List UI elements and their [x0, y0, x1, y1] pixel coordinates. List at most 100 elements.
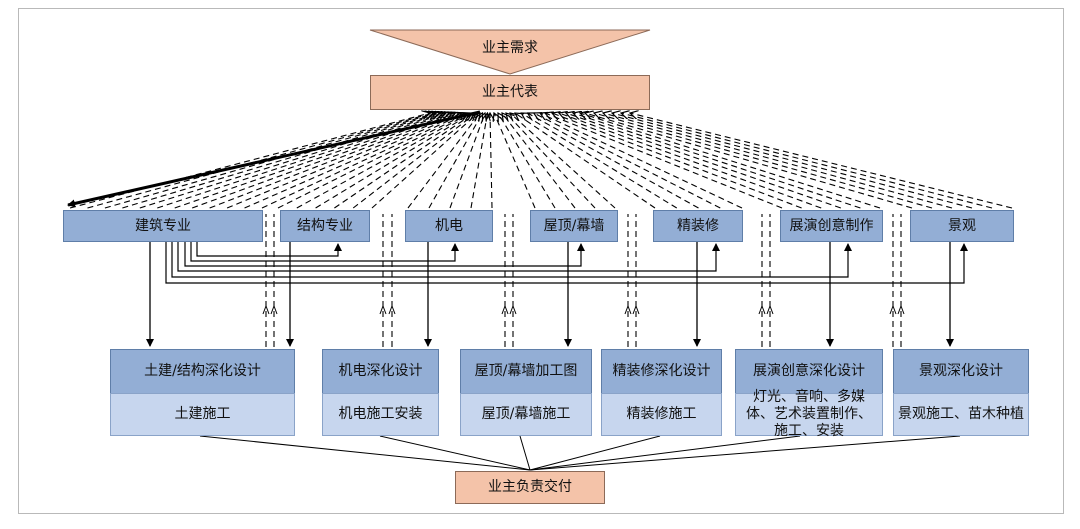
specialty-label: 展演创意制作: [789, 217, 874, 234]
build-box-civil: 土建施工: [110, 393, 295, 436]
build-label: 灯光、音响、多媒体、艺术装置制作、施工、安装: [746, 389, 872, 439]
specialty-label: 景观: [948, 217, 976, 234]
dashed-feedback-line: [510, 113, 616, 209]
dashed-feedback-line: [209, 113, 456, 209]
design-label: 精装修深化设计: [612, 363, 711, 379]
dashed-vertical-lines: [262, 214, 905, 347]
design-label: 屋顶/幕墙加工图: [474, 363, 578, 379]
dashed-feedback-line: [315, 113, 472, 209]
specialty-box-landscape: 景观: [910, 210, 1014, 242]
dashed-feedback-line: [174, 113, 449, 209]
specialty-box-roof: 屋顶/幕墙: [530, 210, 618, 242]
build-box-fitout: 精装修施工: [601, 393, 722, 436]
delivery-lines: [199, 435, 961, 471]
dashed-vertical-arrowhead: [509, 304, 517, 315]
dashed-vertical-arrowhead: [379, 304, 387, 315]
design-box-exhibit: 展演创意深化设计: [735, 349, 883, 393]
dashed-feedback-line: [502, 113, 576, 209]
dashed-vertical-arrowhead: [262, 304, 270, 315]
dashed-feedback-line: [494, 113, 536, 209]
dashed-feedback-line: [139, 113, 443, 209]
owner-representative-box: 业主代表: [370, 75, 650, 110]
specialty-label: 机电: [435, 217, 463, 234]
dashed-feedback-line: [104, 113, 436, 209]
dashed-feedback-line: [573, 113, 861, 209]
dashed-vertical-arrowhead: [624, 304, 632, 315]
dashed-feedback-line: [580, 113, 881, 209]
design-box-landscape: 景观深化设计: [893, 349, 1029, 393]
dashed-feedback-line: [157, 113, 446, 209]
dashed-feedback-line: [521, 113, 678, 209]
specialty-box-exhibit: 展演创意制作: [780, 210, 883, 242]
dashed-feedback-line: [470, 113, 488, 209]
specialty-box-mep: 机电: [405, 210, 493, 242]
build-label: 精装修施工: [626, 406, 697, 422]
build-label: 土建施工: [174, 406, 231, 422]
dashed-feedback-line: [630, 113, 1013, 209]
specialty-box-fitout: 精装修: [653, 210, 743, 242]
dashed-vertical-arrowhead: [501, 304, 509, 315]
dashed-feedback-line: [428, 113, 483, 209]
specialty-label: 精装修: [677, 217, 719, 234]
design-box-roof: 屋顶/幕墙加工图: [460, 349, 592, 393]
dashed-feedback-line: [534, 113, 721, 209]
build-label: 机电施工安装: [338, 406, 423, 422]
build-box-exhibit: 灯光、音响、多媒体、艺术装置制作、施工、安装: [735, 389, 883, 439]
dashed-feedback-line: [498, 113, 556, 209]
dashed-feedback-line: [540, 113, 743, 209]
design-box-mep: 机电深化设计: [322, 349, 439, 393]
dashed-feedback-line: [585, 113, 913, 209]
dashed-vertical-arrowhead: [388, 304, 396, 315]
arch-coordination-lines: [165, 242, 968, 284]
dashed-feedback-line: [612, 113, 973, 209]
dashed-feedback-line: [490, 113, 492, 209]
dashed-feedback-line: [559, 113, 822, 209]
dashed-feedback-line: [244, 113, 462, 209]
owner-representative-label: 业主代表: [482, 84, 538, 100]
dashed-feedback-line: [261, 113, 465, 209]
owner-demand-label: 业主需求: [482, 40, 538, 56]
dashed-feedback-line: [296, 113, 470, 209]
dashed-feedback-lines: [69, 113, 1013, 209]
dashed-vertical-arrowhead: [270, 304, 278, 315]
build-box-mep: 机电施工安装: [322, 393, 439, 436]
dashed-feedback-line: [371, 113, 478, 209]
dashed-feedback-line: [545, 113, 783, 209]
build-label: 屋顶/幕墙施工: [481, 406, 571, 422]
dashed-feedback-line: [334, 113, 474, 209]
dashed-vertical-arrowhead: [758, 304, 766, 315]
owner-delivery-box: 业主负责交付: [455, 471, 605, 504]
dashed-feedback-line: [528, 113, 699, 209]
dashed-feedback-line: [226, 113, 459, 209]
dashed-feedback-line: [191, 113, 452, 209]
design-box-civil: 土建/结构深化设计: [110, 349, 295, 393]
dashed-feedback-line: [449, 113, 485, 209]
specialty-label: 结构专业: [297, 217, 353, 234]
specialty-label: 建筑专业: [135, 217, 191, 234]
dashed-vertical-arrowhead: [889, 304, 897, 315]
design-box-fitout: 精装修深化设计: [601, 349, 722, 393]
design-label: 展演创意深化设计: [753, 363, 865, 379]
specialty-box-struct: 结构专业: [280, 210, 370, 242]
dashed-feedback-line: [352, 113, 476, 209]
dashed-feedback-line: [552, 113, 802, 209]
dashed-feedback-line: [506, 113, 596, 209]
design-label: 机电深化设计: [338, 363, 423, 379]
solid-down-arrows: [146, 242, 954, 347]
dashed-feedback-line: [603, 113, 953, 209]
specialty-box-arch: 建筑专业: [63, 210, 263, 242]
build-box-roof: 屋顶/幕墙施工: [460, 393, 592, 436]
owner-demand-triangle: [369, 29, 651, 75]
design-label: 景观深化设计: [919, 363, 1003, 379]
dashed-feedback-line: [515, 113, 656, 209]
dashed-feedback-line: [621, 113, 993, 209]
dashed-feedback-line: [277, 113, 468, 209]
build-box-landscape: 景观施工、苗木种植: [893, 393, 1029, 436]
dashed-vertical-arrowhead: [897, 304, 905, 315]
build-label: 景观施工、苗木种植: [898, 406, 1024, 422]
design-label: 土建/结构深化设计: [144, 363, 261, 379]
dashed-feedback-line: [566, 113, 841, 209]
dashed-vertical-arrowhead: [632, 304, 640, 315]
dashed-feedback-line: [122, 113, 439, 209]
